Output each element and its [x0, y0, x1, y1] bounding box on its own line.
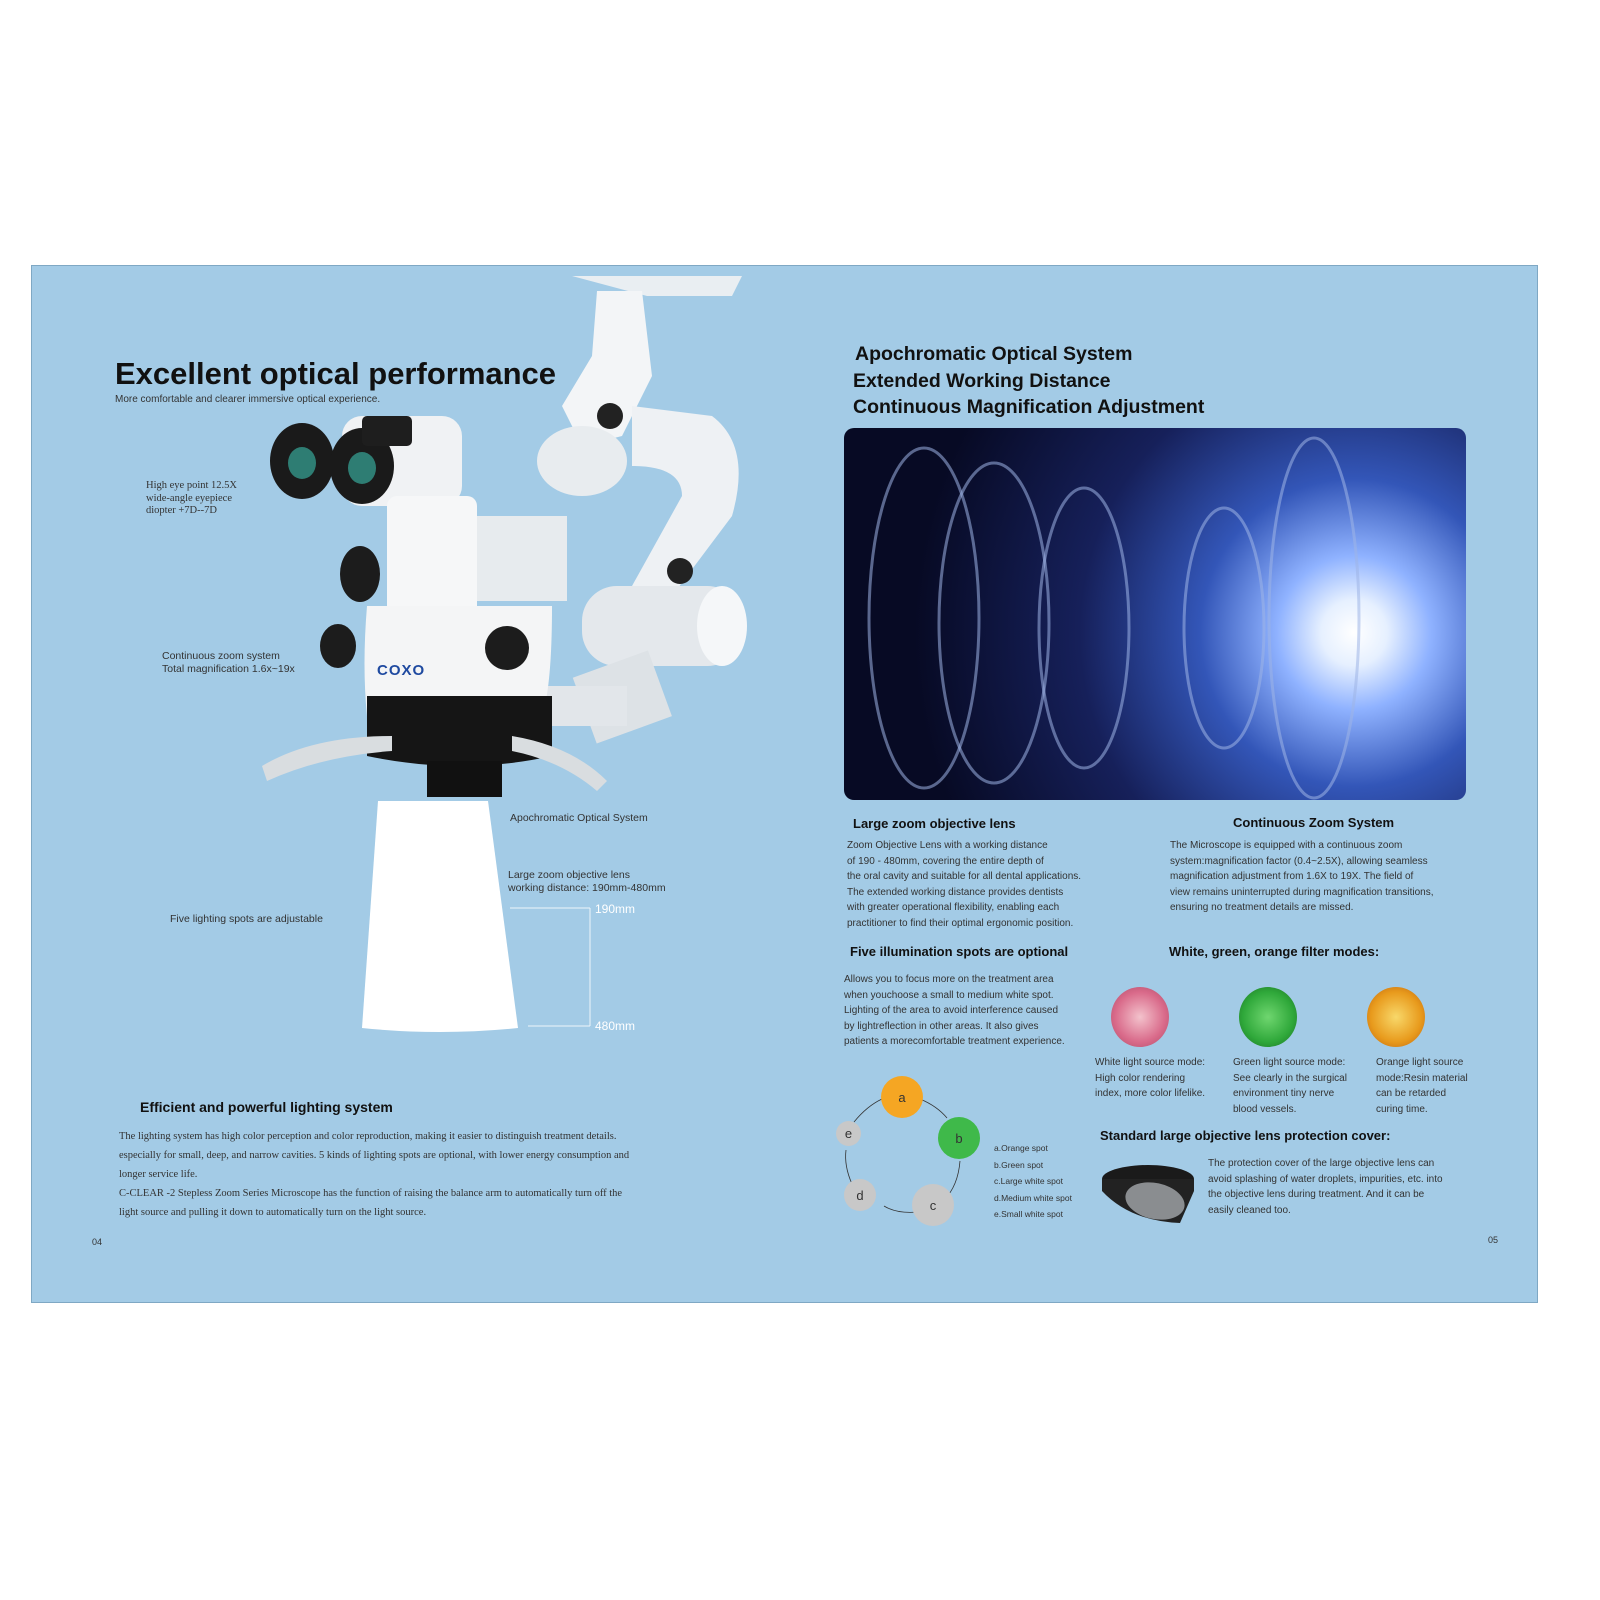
lens-photo — [844, 428, 1466, 800]
distance-bracket — [510, 907, 591, 1027]
green-filter-image — [1239, 987, 1297, 1047]
spot-legend: a.Orange spot b.Green spot c.Large white… — [994, 1140, 1072, 1223]
objective-text: Zoom Objective Lens with a working dista… — [847, 838, 1081, 932]
callout-line: wide-angle eyepiece — [146, 492, 232, 504]
cover-text: The protection cover of the large object… — [1208, 1156, 1443, 1218]
microscope-illustration — [262, 276, 747, 797]
right-headings: Apochromatic Optical System Extended Wor… — [853, 341, 1204, 421]
text-line: blood vessels. — [1233, 1103, 1297, 1115]
text-line: index, more color lifelike. — [1095, 1088, 1206, 1100]
text-line: especially for small, deep, and narrow c… — [119, 1150, 630, 1161]
text-line: when youchoose a small to medium white s… — [844, 989, 1054, 1001]
spot-e: e — [836, 1121, 861, 1146]
objective-heading: Large zoom objective lens — [853, 816, 1016, 831]
legend-item: b.Green spot — [994, 1159, 1044, 1170]
zoom-heading: Continuous Zoom System — [1233, 815, 1395, 830]
callout-line: Large zoom objective lens — [508, 869, 630, 881]
text-line: White light source mode: — [1095, 1057, 1206, 1068]
text-line: longer service life. — [119, 1169, 198, 1180]
callout-line: working distance: 190mm-480mm — [508, 881, 666, 894]
text-line: of 190 - 480mm, covering the entire dept… — [847, 855, 1044, 867]
text-line: Zoom Objective Lens with a working dista… — [847, 840, 1048, 851]
spot-d: d — [844, 1179, 876, 1211]
legend-item: d.Medium white spot — [994, 1192, 1072, 1203]
text-line: See clearly in the surgical — [1233, 1072, 1347, 1084]
page-number-left: 04 — [92, 1237, 103, 1247]
callout-line: Continuous zoom system — [162, 650, 280, 662]
heading-magnification: Continuous Magnification Adjustment — [853, 396, 1205, 418]
spot-c: c — [912, 1184, 954, 1226]
text-line: curing time. — [1376, 1103, 1428, 1115]
callout-line: Total magnification 1.6x~19x — [162, 662, 295, 675]
text-line: practitioner to find their optimal ergon… — [847, 917, 1074, 929]
lighting-heading: Efficient and powerful lighting system — [140, 1099, 393, 1115]
zoom-callout: Continuous zoom system Total magnificati… — [162, 650, 295, 675]
text-line: patients a morecomfortable treatment exp… — [844, 1036, 1065, 1048]
apochromatic-callout: Apochromatic Optical System — [510, 812, 648, 824]
distance-480: 480mm — [595, 1019, 636, 1033]
legend-item: c.Large white spot — [994, 1176, 1063, 1186]
text-line: The Microscope is equipped with a contin… — [1170, 840, 1403, 851]
text-line: The lighting system has high color perce… — [119, 1131, 617, 1142]
coxo-logo: COXO — [377, 662, 426, 679]
legend-item: a.Orange spot — [994, 1143, 1048, 1153]
text-line: the oral cavity and suitable for all den… — [847, 871, 1082, 883]
lens-cover-image — [1102, 1165, 1194, 1223]
text-line: system:magnification factor (0.4~2.5X), … — [1170, 855, 1428, 867]
heading-apochromatic: Apochromatic Optical System — [855, 343, 1133, 365]
text-line: High color rendering — [1095, 1072, 1186, 1084]
spots-heading: Five illumination spots are optional — [850, 944, 1069, 959]
text-line: Allows you to focus more on the treatmen… — [844, 974, 1054, 985]
page-number-right: 05 — [1488, 1235, 1499, 1245]
text-line: the objective lens during treatment. And… — [1208, 1189, 1425, 1201]
text-line: Orange light source — [1376, 1057, 1464, 1068]
page-title: Excellent optical performance — [115, 356, 557, 391]
text-line: C-CLEAR -2 Stepless Zoom Series Microsco… — [119, 1188, 623, 1199]
light-beam — [362, 801, 518, 1032]
cover-heading: Standard large objective lens protection… — [1100, 1128, 1391, 1143]
spot-b: b — [938, 1117, 980, 1159]
text-line: by lightreflection in other areas. It al… — [844, 1020, 1039, 1032]
lighting-spots-callout: Five lighting spots are adjustable — [170, 913, 323, 925]
text-line: Green light source mode: — [1233, 1057, 1346, 1068]
filters-heading: White, green, orange filter modes: — [1169, 944, 1380, 959]
text-line: The protection cover of the large object… — [1208, 1158, 1435, 1169]
eyepiece-callout: High eye point 12.5X wide-angle eyepiece… — [146, 480, 237, 518]
text-line: environment tiny nerve — [1233, 1088, 1335, 1100]
text-line: easily cleaned too. — [1208, 1204, 1291, 1216]
callout-line: High eye point 12.5X — [146, 480, 237, 491]
text-line: avoid splashing of water droplets, impur… — [1208, 1173, 1443, 1185]
legend-item: e.Small white spot — [994, 1209, 1063, 1219]
text-line: light source and pulling it down to auto… — [119, 1207, 427, 1218]
white-filter-image — [1111, 987, 1169, 1047]
spots-text: Allows you to focus more on the treatmen… — [844, 972, 1065, 1050]
green-filter-text: Green light source mode: See clearly in … — [1233, 1055, 1347, 1117]
text-line: can be retarded — [1376, 1088, 1447, 1100]
objective-callout: Large zoom objective lens working distan… — [508, 869, 666, 894]
orange-filter-text: Orange light source mode:Resin material … — [1376, 1055, 1468, 1117]
brochure-spread: Excellent optical performance More comfo… — [31, 265, 1538, 1303]
text-line: ensuring no treatment details are missed… — [1170, 902, 1354, 914]
page-subtitle: More comfortable and clearer immersive o… — [115, 394, 381, 405]
heading-working-distance: Extended Working Distance — [853, 369, 1111, 392]
orange-filter-image — [1367, 987, 1425, 1047]
text-line: Lighting of the area to avoid interferen… — [844, 1005, 1059, 1017]
zoom-text: The Microscope is equipped with a contin… — [1170, 838, 1433, 916]
text-line: with greater operational flexibility, en… — [847, 902, 1060, 914]
text-line: mode:Resin material — [1376, 1072, 1468, 1084]
white-filter-text: White light source mode: High color rend… — [1095, 1055, 1205, 1102]
text-line: The extended working distance provides d… — [847, 886, 1064, 898]
text-line: magnification adjustment from 1.6X to 19… — [1170, 871, 1414, 883]
text-line: view remains uninterrupted during magnif… — [1170, 886, 1434, 898]
callout-line: diopter +7D--7D — [146, 505, 217, 516]
spot-a: a — [881, 1076, 923, 1118]
distance-190: 190mm — [595, 902, 636, 916]
lighting-text: The lighting system has high color perce… — [119, 1127, 799, 1222]
